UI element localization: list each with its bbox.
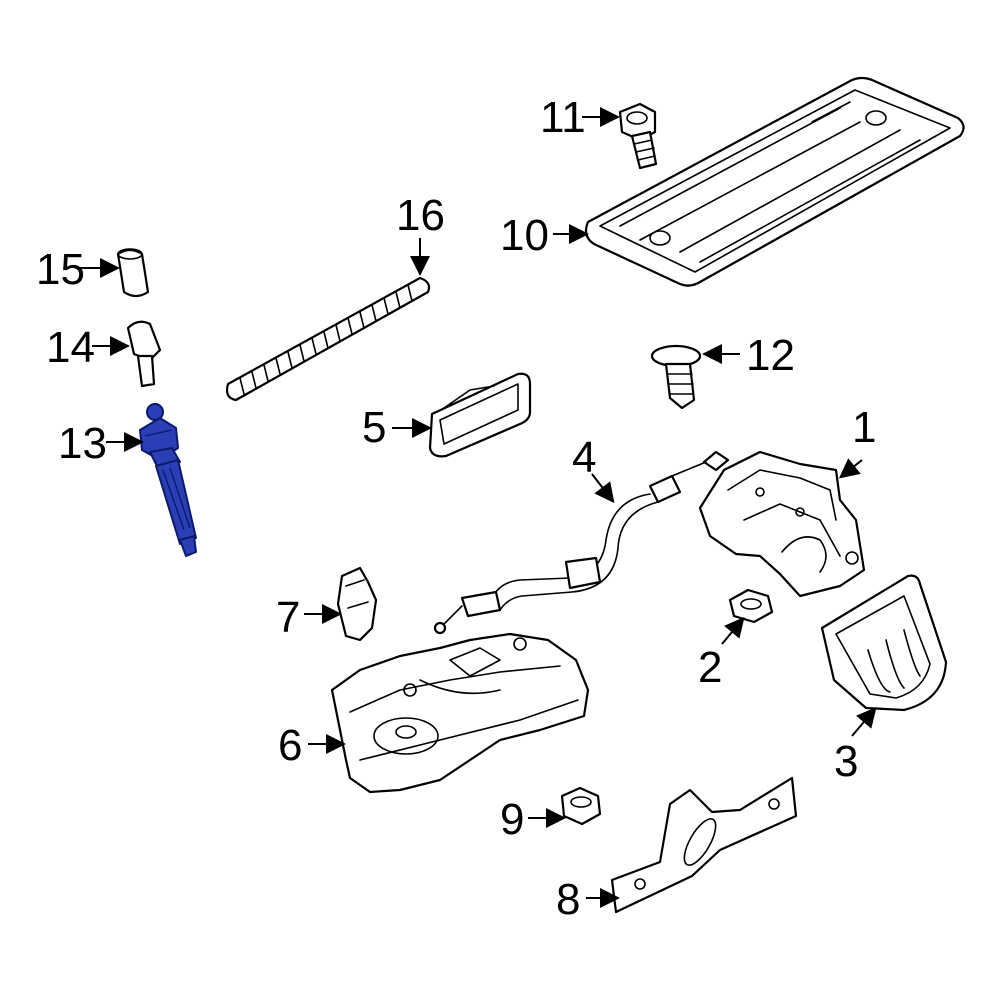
part-4-cable[interactable]	[433, 450, 730, 635]
part-14-pin[interactable]	[126, 320, 162, 388]
callout-1: 1	[852, 403, 877, 452]
part-16-threaded-rod[interactable]	[225, 276, 431, 402]
callout-15: 15	[36, 245, 85, 294]
part-9-nut[interactable]	[560, 786, 602, 826]
part-7-bracket[interactable]	[336, 566, 378, 642]
part-10-cover-panel[interactable]	[584, 76, 965, 287]
part-15-cap[interactable]	[116, 248, 150, 298]
callout-13: 13	[58, 419, 107, 468]
part-3-cover[interactable]	[820, 574, 948, 712]
callout-16: 16	[396, 191, 445, 240]
part-2-nut[interactable]	[728, 588, 774, 624]
callout-6: 6	[278, 721, 303, 770]
part-11-bolt[interactable]	[618, 102, 658, 170]
part-12-clip[interactable]	[650, 344, 702, 410]
callout-9: 9	[500, 795, 525, 844]
part-13-highlighted-actuator[interactable]	[139, 403, 197, 557]
callout-12: 12	[746, 331, 795, 380]
callout-10: 10	[500, 211, 549, 260]
callout-7: 7	[276, 593, 301, 642]
callout-5: 5	[362, 403, 387, 452]
part-8-plate[interactable]	[610, 776, 798, 914]
callout-3: 3	[834, 737, 859, 786]
part-1-latch[interactable]	[698, 450, 866, 598]
part-5-handle[interactable]	[428, 372, 532, 458]
callout-arrows	[80, 107, 877, 908]
callout-2: 2	[698, 643, 723, 692]
callout-4: 4	[572, 433, 597, 482]
part-6-motor-housing[interactable]	[330, 632, 590, 794]
callout-8: 8	[556, 875, 581, 924]
callout-14: 14	[46, 323, 95, 372]
callout-11: 11	[540, 93, 586, 142]
